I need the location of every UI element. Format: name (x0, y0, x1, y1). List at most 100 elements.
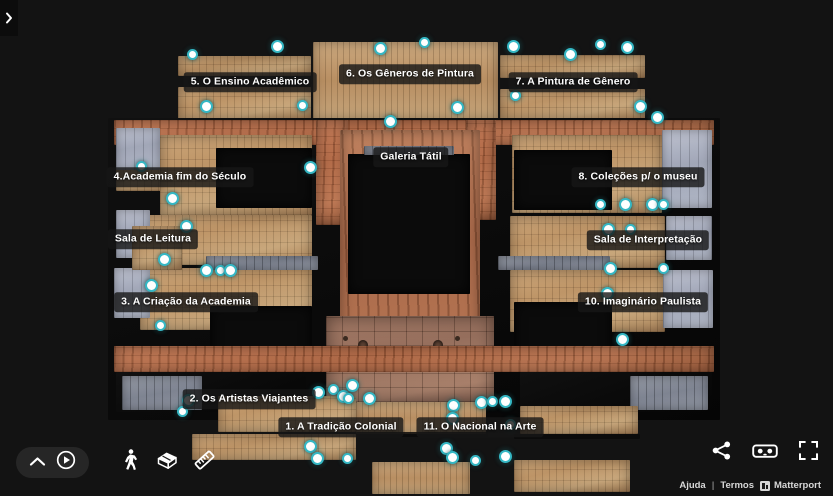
chevron-up-icon (29, 454, 46, 472)
scan-point[interactable] (296, 99, 308, 111)
room-label-room-11[interactable]: 11. O Nacional na Arte (416, 417, 544, 437)
room-label-room-4[interactable]: 4.Academia fim do Século (106, 167, 254, 187)
scan-point[interactable] (165, 191, 179, 205)
scan-point[interactable] (310, 451, 324, 465)
floorplan-region (178, 87, 311, 119)
floorplan-edge (514, 434, 640, 439)
collapse-toolbar-button[interactable] (29, 454, 46, 472)
floorplan-canvas[interactable]: 5. O Ensino Acadêmico 6. Os Gêneros de Pi… (100, 30, 740, 494)
walking-person-icon (122, 449, 139, 476)
floorplan-region (178, 56, 311, 76)
scan-point[interactable] (603, 261, 617, 275)
scan-point[interactable] (633, 99, 647, 113)
room-label-galeria-tatil[interactable]: Galeria Tátil (373, 147, 449, 167)
floorplan-bridge (498, 256, 610, 270)
scan-point[interactable] (327, 383, 339, 395)
floorplan-atrium-void (348, 154, 470, 294)
scan-point[interactable] (450, 100, 464, 114)
floorplan-region (192, 434, 356, 460)
floorplan-column (455, 336, 460, 341)
view-mode-toolbar (16, 447, 219, 478)
matterport-brand[interactable]: Matterport (760, 480, 821, 491)
vr-goggles-icon (752, 442, 778, 465)
scan-point[interactable] (650, 110, 664, 124)
fullscreen-icon (798, 440, 819, 466)
room-label-room-3[interactable]: 3. A Criação da Academia (114, 292, 258, 312)
chevron-right-icon (5, 12, 13, 24)
scan-point[interactable] (657, 262, 669, 274)
share-icon (711, 440, 732, 466)
scan-point[interactable] (303, 439, 317, 453)
scan-point[interactable] (345, 378, 359, 392)
scan-point[interactable] (199, 99, 213, 113)
floorplan-column (358, 340, 368, 350)
scan-point[interactable] (341, 452, 353, 464)
scan-point[interactable] (362, 391, 376, 405)
scan-point[interactable] (342, 392, 354, 404)
scan-point[interactable] (199, 263, 213, 277)
scan-point[interactable] (446, 398, 460, 412)
room-label-sala-leitura[interactable]: Sala de Leitura (107, 229, 199, 249)
walkthrough-mode-button[interactable] (115, 448, 145, 478)
dollhouse-icon (155, 450, 179, 475)
floorplan-region (630, 376, 708, 410)
scan-point[interactable] (594, 38, 606, 50)
scan-point[interactable] (176, 405, 188, 417)
room-label-room-10[interactable]: 10. Imaginário Paulista (577, 292, 709, 312)
terms-link[interactable]: Termos (720, 480, 755, 491)
scan-point[interactable] (303, 160, 317, 174)
left-panel-toggle[interactable] (0, 0, 18, 36)
scan-point[interactable] (373, 41, 387, 55)
room-label-sala-interpretacao[interactable]: Sala de Interpretação (586, 230, 710, 250)
scan-point[interactable] (498, 449, 512, 463)
scan-point[interactable] (657, 198, 669, 210)
scan-point[interactable] (486, 395, 498, 407)
floorplan-region (500, 89, 645, 119)
footer-separator: | (711, 480, 715, 491)
play-circle-icon (56, 450, 76, 475)
room-label-room-6[interactable]: 6. Os Gêneros de Pintura (339, 64, 481, 84)
floorplan-corridor (114, 346, 714, 372)
room-label-room-5[interactable]: 5. O Ensino Acadêmico (183, 72, 317, 92)
scan-point[interactable] (618, 197, 632, 211)
room-label-room-2[interactable]: 2. Os Artistas Viajantes (182, 389, 316, 409)
scan-point[interactable] (418, 36, 430, 48)
matterport-logo-icon (760, 480, 771, 491)
footer-links: Ajuda | Termos Matterport (679, 480, 821, 491)
dollhouse-mode-button[interactable] (152, 448, 182, 478)
scan-point[interactable] (615, 332, 629, 346)
room-label-room-8[interactable]: 8. Coleções p/ o museu (571, 167, 705, 187)
scan-point[interactable] (186, 48, 198, 60)
share-button[interactable] (711, 440, 732, 466)
floorplan-column (433, 340, 443, 350)
help-link[interactable]: Ajuda (679, 480, 706, 491)
scan-point[interactable] (469, 454, 481, 466)
scan-point[interactable] (445, 450, 459, 464)
scan-point[interactable] (594, 198, 606, 210)
highlight-reel-button[interactable] (56, 450, 76, 475)
fullscreen-button[interactable] (798, 440, 819, 466)
scan-point[interactable] (563, 47, 577, 61)
vr-mode-button[interactable] (752, 442, 778, 465)
scan-point[interactable] (645, 197, 659, 211)
scan-point[interactable] (506, 39, 520, 53)
scan-point[interactable] (157, 252, 171, 266)
navigation-pill (16, 447, 89, 478)
scan-point[interactable] (270, 39, 284, 53)
room-label-room-7[interactable]: 7. A Pintura de Gênero (508, 72, 638, 92)
scan-point[interactable] (383, 114, 397, 128)
floorplan-column (343, 336, 348, 341)
scan-point[interactable] (498, 394, 512, 408)
viewer-actions (711, 440, 819, 466)
ruler-icon (193, 449, 216, 476)
scan-point[interactable] (144, 278, 158, 292)
floorplan-region (514, 460, 630, 492)
matterport-brand-label: Matterport (774, 480, 821, 491)
measurement-mode-button[interactable] (189, 448, 219, 478)
scan-point[interactable] (474, 395, 488, 409)
scan-point[interactable] (154, 319, 166, 331)
room-label-room-1[interactable]: 1. A Tradição Colonial (278, 417, 404, 437)
scan-point[interactable] (223, 263, 237, 277)
scan-point[interactable] (620, 40, 634, 54)
